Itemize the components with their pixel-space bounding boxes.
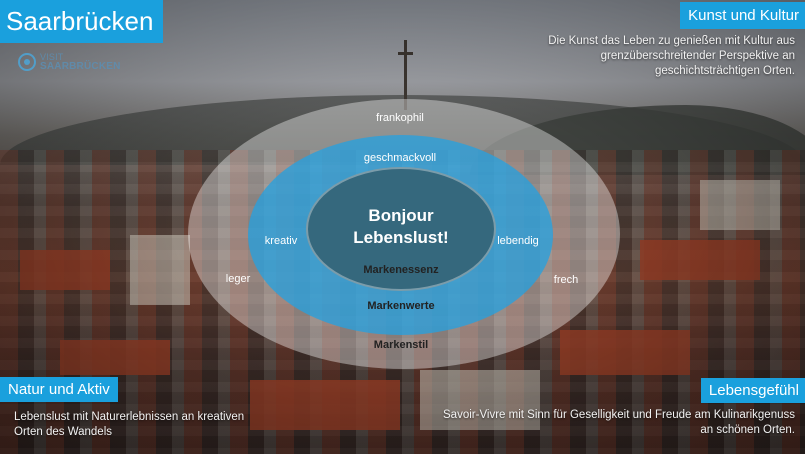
kunst-und-kultur-text: Die Kunst das Leben zu genießen mit Kult… <box>548 35 795 77</box>
markenessenz-ellipse <box>306 167 496 291</box>
lebensgefuehl-text: Savoir-Vivre mit Sinn für Geselligkeit u… <box>443 409 795 436</box>
building-shape <box>420 370 540 430</box>
markenessenz-label: Markenessenz <box>363 264 439 276</box>
building-shape <box>130 235 190 305</box>
church-spire-cross <box>398 52 413 55</box>
heart-logo-icon <box>18 53 36 71</box>
roof-shape <box>250 380 400 430</box>
markenstil-label: Markenstil <box>373 339 429 351</box>
style-left-label: leger <box>225 273 251 285</box>
visit-saarbruecken-logo: VISIT SAARBRÜCKEN <box>18 52 121 72</box>
church-spire <box>404 40 407 110</box>
logo-line2: SAARBRÜCKEN <box>40 61 121 72</box>
roof-shape <box>20 250 110 290</box>
natur-und-aktiv-label: Natur und Aktiv <box>0 377 118 402</box>
kunst-und-kultur-label: Kunst und Kultur <box>680 2 805 29</box>
value-top-label: geschmackvoll <box>363 152 437 164</box>
core-slogan: Bonjour Lebenslust! <box>353 205 448 249</box>
logo-line1: VISIT <box>40 52 64 62</box>
core-line1: Bonjour <box>368 206 434 225</box>
page-title: Saarbrücken <box>0 0 164 43</box>
lebensgefuehl-label: Lebensgefühl <box>700 378 805 403</box>
value-right-label: lebendig <box>497 235 539 247</box>
markenwerte-label: Markenwerte <box>367 300 435 312</box>
building-shape <box>700 180 780 230</box>
roof-shape <box>560 330 690 375</box>
style-top-label: frankophil <box>376 112 424 124</box>
roof-shape <box>640 240 760 280</box>
logo-text: VISIT SAARBRÜCKEN <box>40 52 121 72</box>
style-right-label: frech <box>553 274 579 286</box>
natur-und-aktiv-text: Lebenslust mit Naturerlebnissen an kreat… <box>14 411 245 438</box>
core-line2: Lebenslust! <box>353 228 449 247</box>
roof-shape <box>60 340 170 375</box>
value-left-label: kreativ <box>264 235 298 247</box>
